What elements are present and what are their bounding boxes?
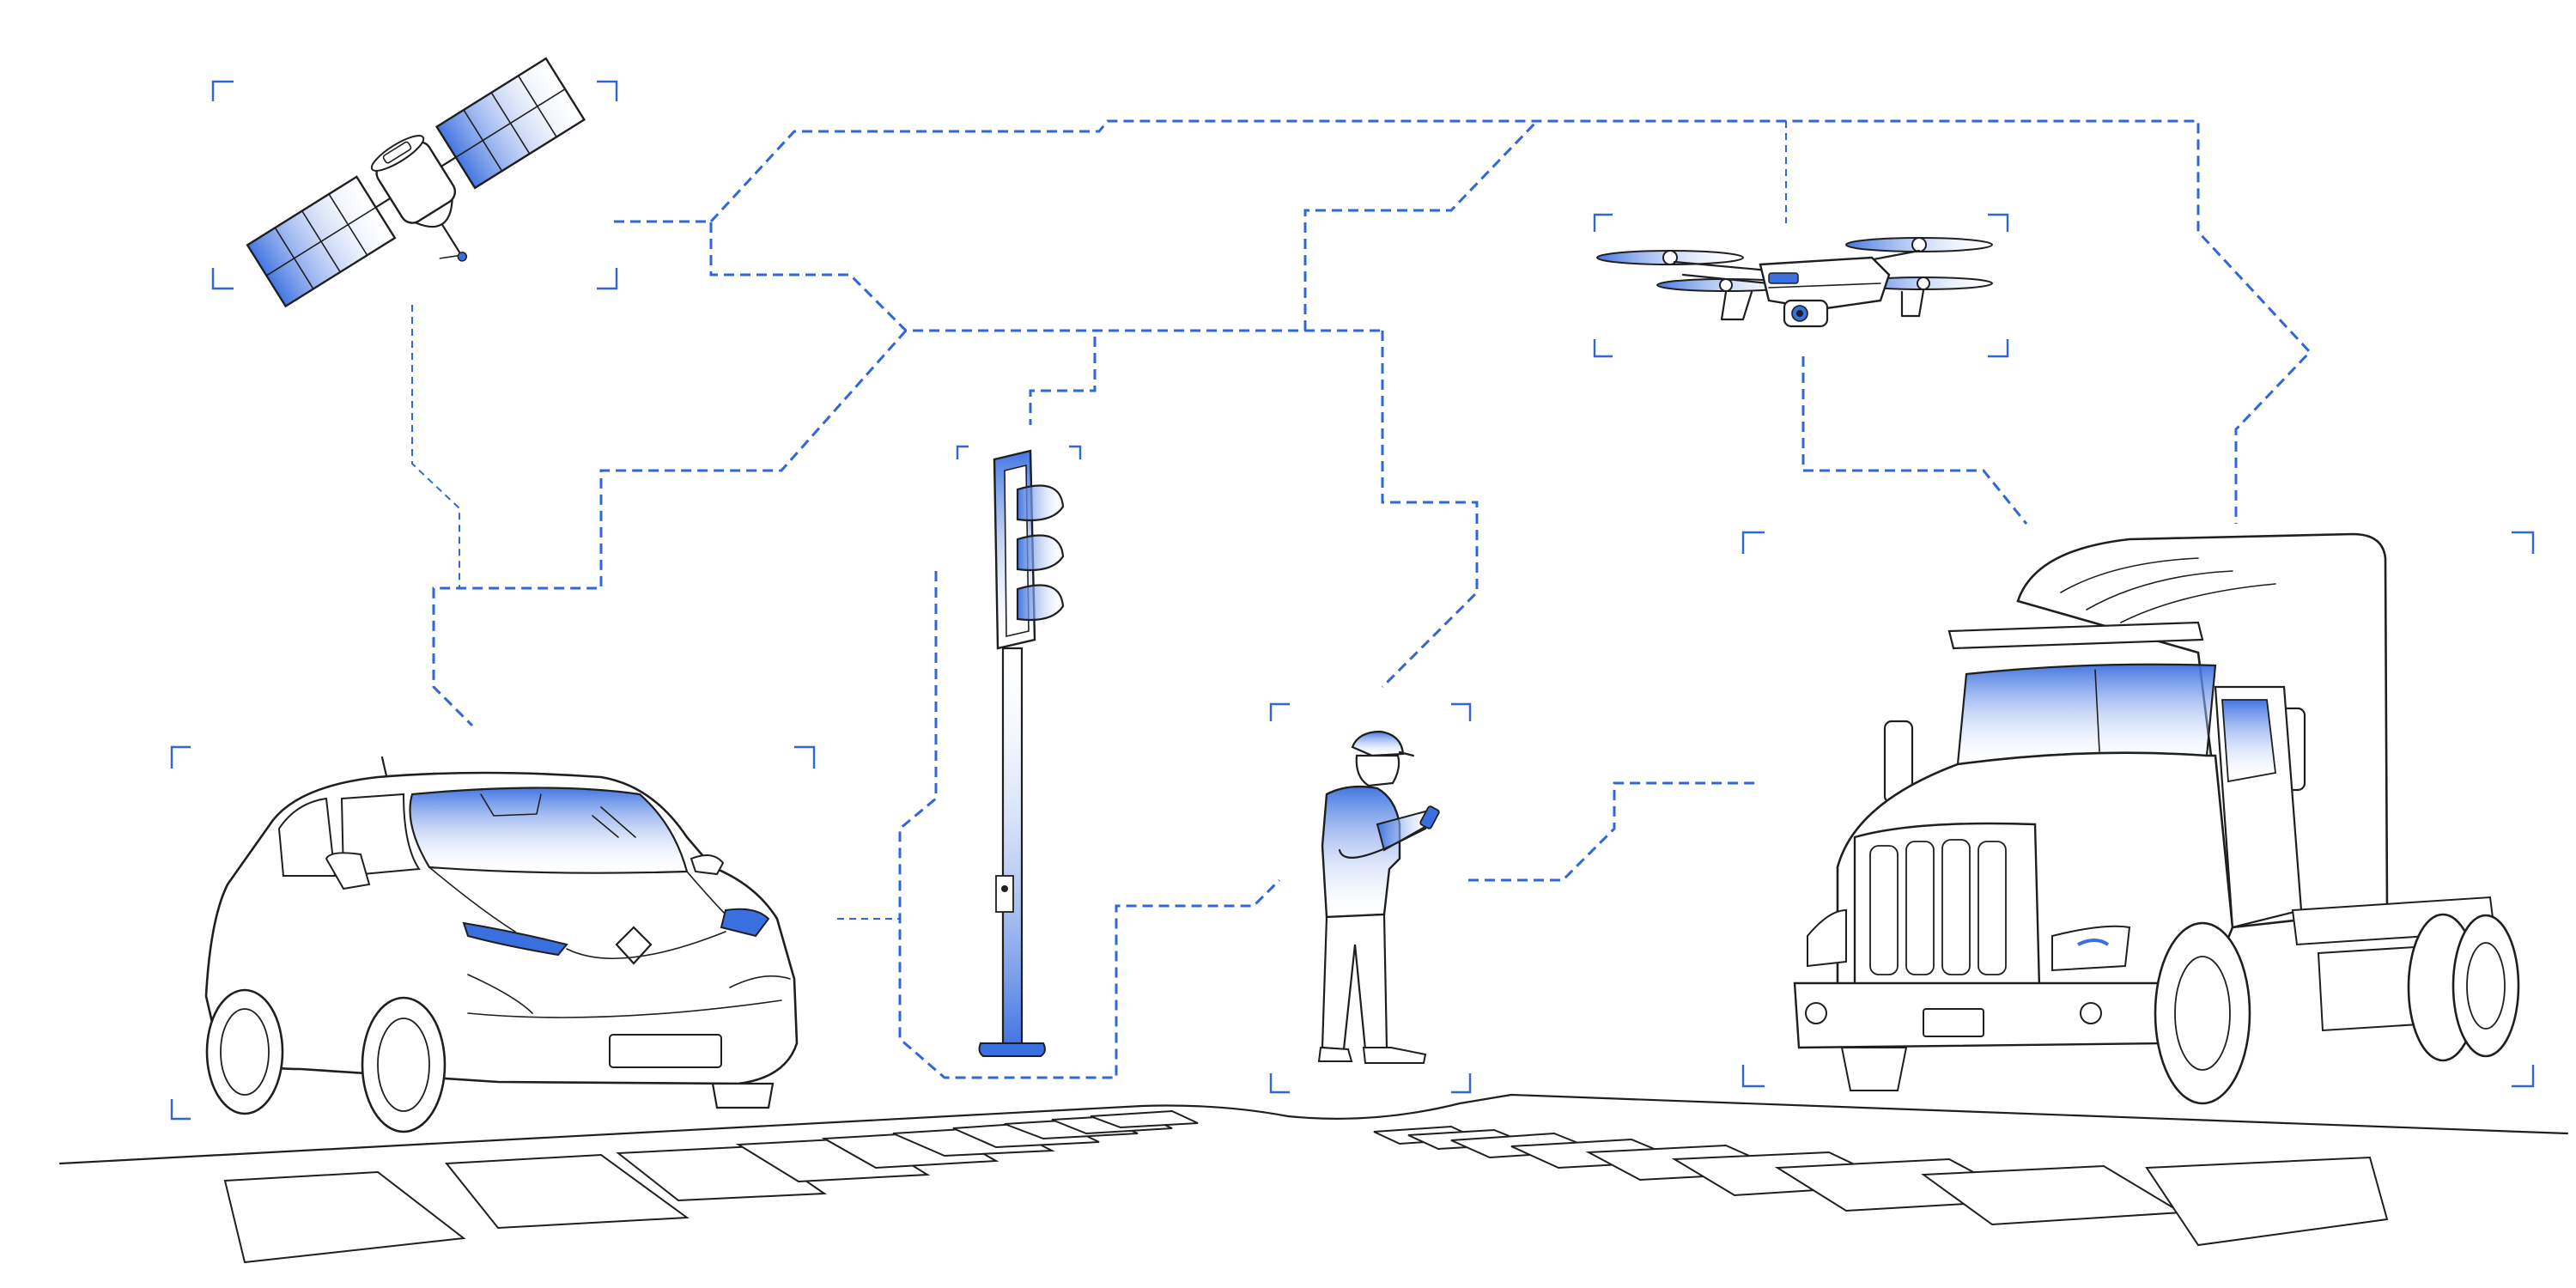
truck-wheels bbox=[1840, 913, 2520, 1105]
satellite-right-panel bbox=[434, 57, 586, 190]
network-link-satellite bbox=[614, 220, 1382, 332]
network-link-top bbox=[709, 119, 2312, 524]
network-links bbox=[411, 119, 2312, 1079]
network-link-center-right bbox=[1381, 331, 1479, 689]
network-link-traffic-base bbox=[898, 571, 1281, 1079]
drone-icon bbox=[1596, 237, 1993, 328]
car-wheels bbox=[205, 988, 775, 1133]
road bbox=[58, 1093, 2569, 1264]
network-link-drone bbox=[1303, 119, 1539, 331]
person-with-phone-icon bbox=[1317, 730, 1440, 1064]
network-link-traffic-light bbox=[1029, 337, 1097, 425]
drone-rotors bbox=[1596, 237, 1993, 292]
traffic-light-icon bbox=[978, 449, 1065, 1057]
network-link-satellite-down bbox=[411, 305, 460, 588]
drone-camera bbox=[1783, 299, 1829, 328]
traffic-light-lamps bbox=[1016, 484, 1065, 622]
crosswalk bbox=[223, 1109, 2389, 1264]
car-icon bbox=[204, 756, 799, 1133]
drone-body bbox=[1759, 256, 1891, 311]
satellite-left-panel bbox=[246, 175, 397, 308]
network-link-car bbox=[432, 330, 908, 727]
network-link-truck bbox=[1468, 781, 1760, 882]
satellite-body bbox=[370, 135, 468, 262]
truck-icon bbox=[1793, 532, 2520, 1105]
road-edge bbox=[58, 1093, 2569, 1165]
focus-brackets bbox=[170, 80, 2535, 1121]
network-link-drone-truck bbox=[1801, 356, 2028, 525]
truck-grille bbox=[1853, 822, 2041, 989]
satellite-icon bbox=[246, 57, 586, 308]
